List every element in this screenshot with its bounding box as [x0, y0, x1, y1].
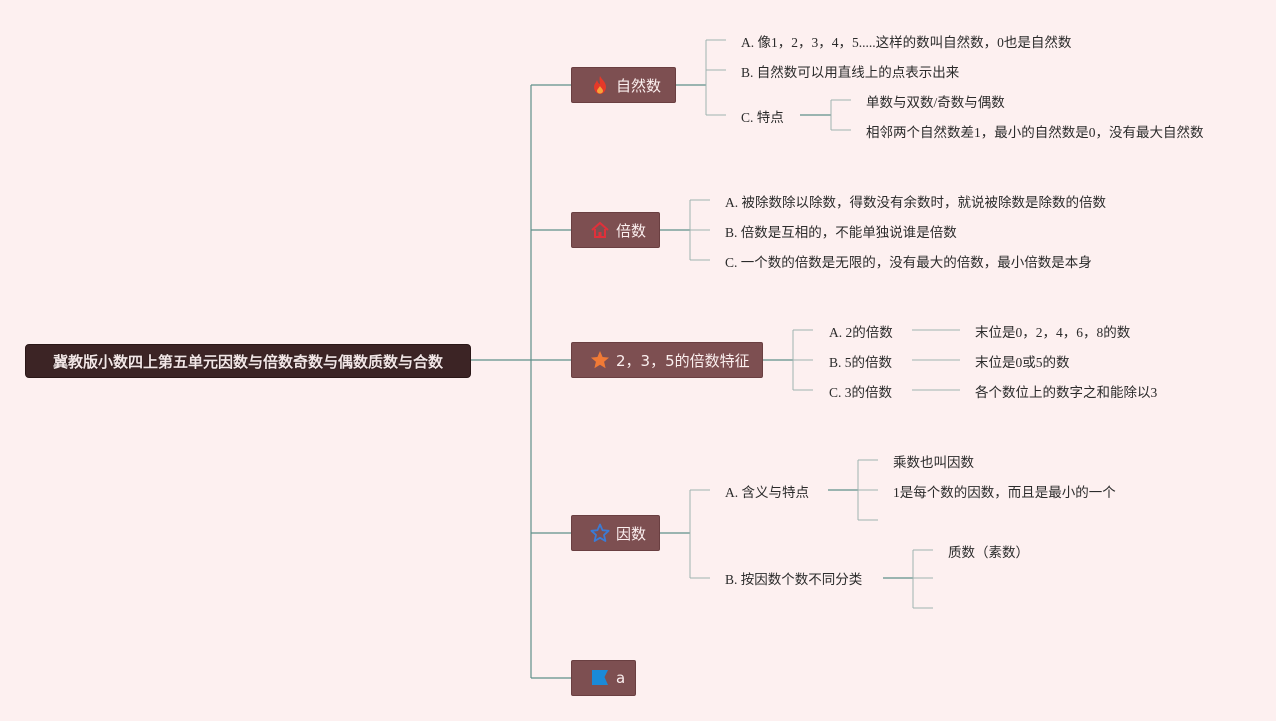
- leaf-features-b[interactable]: B. 5的倍数: [829, 350, 892, 372]
- star-filled-icon: [590, 350, 610, 370]
- branch-natural-numbers[interactable]: 自然数: [571, 67, 676, 103]
- leaf-features-a-1-label: 末位是0，2，4，6，8的数: [975, 325, 1131, 340]
- leaf-natural-c-label: C. 特点: [741, 110, 784, 125]
- leaf-natural-a[interactable]: A. 像1，2，3，4，5.....这样的数叫自然数，0也是自然数: [741, 30, 1071, 52]
- branch-multiples[interactable]: 倍数: [571, 212, 660, 248]
- leaf-features-b-label: B. 5的倍数: [829, 355, 893, 370]
- leaf-natural-c-1[interactable]: 单数与双数/奇数与偶数: [866, 90, 1005, 112]
- leaf-features-c-label: C. 3的倍数: [829, 385, 893, 400]
- flag-icon: [590, 668, 610, 688]
- leaf-factors-b[interactable]: B. 按因数个数不同分类: [725, 567, 862, 589]
- branch-factors-label: 因数: [616, 524, 647, 543]
- root-topic[interactable]: 冀教版小数四上第五单元因数与倍数奇数与偶数质数与合数: [25, 344, 471, 378]
- branch-factors[interactable]: 因数: [571, 515, 660, 551]
- leaf-natural-c-1-label: 单数与双数/奇数与偶数: [866, 95, 1005, 110]
- leaf-factors-a-2[interactable]: 1是每个数的因数，而且是最小的一个: [893, 480, 1116, 502]
- leaf-natural-a-label: A. 像1，2，3，4，5.....这样的数叫自然数，0也是自然数: [741, 35, 1072, 50]
- root-topic-label: 冀教版小数四上第五单元因数与倍数奇数与偶数质数与合数: [52, 352, 443, 371]
- branch-multiple-features[interactable]: 2，3，5的倍数特征: [571, 342, 763, 378]
- leaf-features-c-1[interactable]: 各个数位上的数字之和能除以3: [975, 380, 1157, 402]
- leaf-features-a-label: A. 2的倍数: [829, 325, 893, 340]
- leaf-natural-c-2-label: 相邻两个自然数差1，最小的自然数是0，没有最大自然数: [866, 125, 1204, 140]
- leaf-factors-a-2-label: 1是每个数的因数，而且是最小的一个: [893, 485, 1116, 500]
- leaf-multiples-a-label: A. 被除数除以除数，得数没有余数时，就说被除数是除数的倍数: [725, 195, 1106, 210]
- leaf-features-b-1[interactable]: 末位是0或5的数: [975, 350, 1070, 372]
- leaf-multiples-c[interactable]: C. 一个数的倍数是无限的，没有最大的倍数，最小倍数是本身: [725, 250, 1092, 272]
- home-icon: [590, 220, 610, 240]
- branch-natural-numbers-label: 自然数: [616, 76, 662, 95]
- branch-multiples-label: 倍数: [616, 221, 647, 240]
- branch-a[interactable]: a: [571, 660, 636, 696]
- leaf-natural-b[interactable]: B. 自然数可以用直线上的点表示出来: [741, 60, 959, 82]
- leaf-features-a[interactable]: A. 2的倍数: [829, 320, 893, 342]
- leaf-factors-a-label: A. 含义与特点: [725, 485, 809, 500]
- leaf-factors-b-1[interactable]: 质数（素数）: [948, 540, 1029, 562]
- leaf-factors-b-1-label: 质数（素数）: [948, 545, 1029, 560]
- leaf-multiples-a[interactable]: A. 被除数除以除数，得数没有余数时，就说被除数是除数的倍数: [725, 190, 1106, 212]
- leaf-factors-a-1-label: 乘数也叫因数: [893, 455, 974, 470]
- leaf-multiples-c-label: C. 一个数的倍数是无限的，没有最大的倍数，最小倍数是本身: [725, 255, 1092, 270]
- branch-multiple-features-label: 2，3，5的倍数特征: [616, 351, 750, 370]
- leaf-factors-a[interactable]: A. 含义与特点: [725, 480, 809, 502]
- leaf-features-a-1[interactable]: 末位是0，2，4，6，8的数: [975, 320, 1130, 342]
- leaf-natural-c[interactable]: C. 特点: [741, 105, 784, 127]
- leaf-features-c-1-label: 各个数位上的数字之和能除以3: [975, 385, 1158, 400]
- leaf-features-c[interactable]: C. 3的倍数: [829, 380, 892, 402]
- leaf-features-b-1-label: 末位是0或5的数: [975, 355, 1070, 370]
- leaf-factors-b-label: B. 按因数个数不同分类: [725, 572, 863, 587]
- leaf-multiples-b[interactable]: B. 倍数是互相的，不能单独说谁是倍数: [725, 220, 957, 242]
- fire-icon: [590, 75, 610, 95]
- leaf-multiples-b-label: B. 倍数是互相的，不能单独说谁是倍数: [725, 225, 957, 240]
- star-outline-icon: [590, 523, 610, 543]
- leaf-natural-b-label: B. 自然数可以用直线上的点表示出来: [741, 65, 960, 80]
- leaf-factors-a-1[interactable]: 乘数也叫因数: [893, 450, 974, 472]
- leaf-natural-c-2[interactable]: 相邻两个自然数差1，最小的自然数是0，没有最大自然数: [866, 120, 1204, 142]
- branch-a-label: a: [616, 669, 626, 687]
